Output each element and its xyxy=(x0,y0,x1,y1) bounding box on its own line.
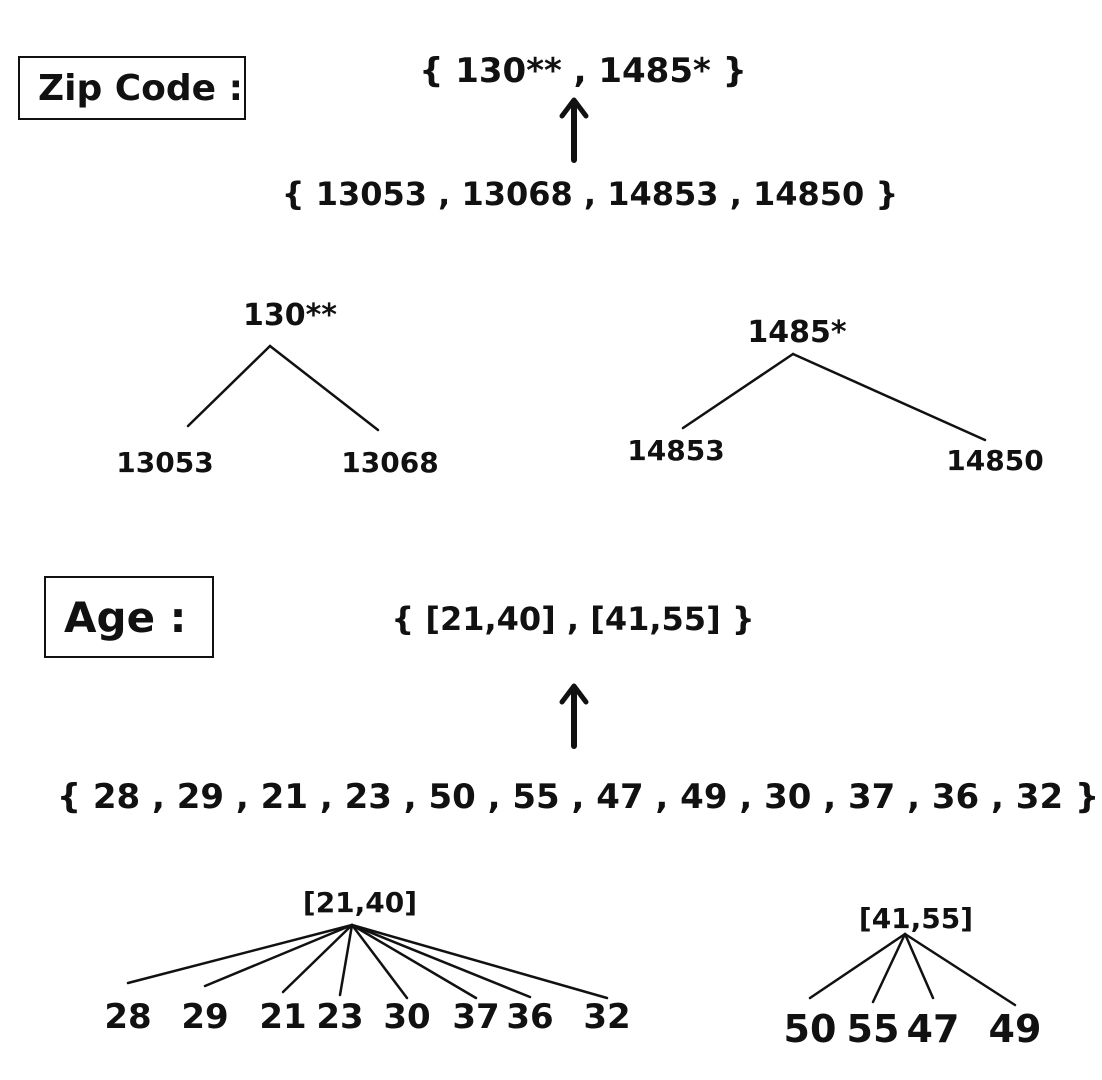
age-tree-left-edge xyxy=(350,923,532,999)
age-tree-right-leaf: 50 xyxy=(784,1007,837,1051)
age-generalized-set: { [21,40] , [41,55] } xyxy=(391,600,754,638)
age-label-box: Age : xyxy=(44,576,214,658)
age-tree-right-edge xyxy=(808,932,907,1000)
zip-code-label: Zip Code : xyxy=(38,67,244,109)
zip-tree-left-leaf: 13068 xyxy=(341,446,438,479)
age-tree-left-root: [21,40] xyxy=(303,886,417,919)
age-tree-right-leaf: 55 xyxy=(847,1007,900,1051)
zip-up-arrow xyxy=(559,97,589,163)
age-tree-right-edge xyxy=(903,932,935,1000)
zip-tree-right-leaf: 14850 xyxy=(946,444,1043,477)
age-tree-left-leaf: 30 xyxy=(383,997,430,1037)
zip-code-label-box: Zip Code : xyxy=(18,56,246,120)
age-tree-right-edge xyxy=(903,932,1017,1007)
age-original-set: { 28 , 29 , 21 , 23 , 50 , 55 , 47 , 49 … xyxy=(57,777,1099,817)
zip-tree-left-root: 130** xyxy=(243,298,337,333)
age-tree-right-root: [41,55] xyxy=(859,902,973,935)
age-tree-left-leaf: 28 xyxy=(104,997,151,1037)
zip-tree-right-edge xyxy=(791,352,987,442)
age-tree-left-edge xyxy=(203,923,354,988)
age-tree-right-leaf: 49 xyxy=(989,1007,1042,1051)
age-tree-left-leaf: 37 xyxy=(452,997,499,1037)
age-label: Age : xyxy=(64,592,187,642)
zip-tree-right-root: 1485* xyxy=(747,315,846,350)
age-tree-left-leaf: 23 xyxy=(316,997,363,1037)
age-tree-left-edge xyxy=(350,923,478,1000)
age-tree-left-edge xyxy=(338,923,354,997)
age-tree-left-leaf: 32 xyxy=(583,997,630,1037)
age-tree-left-leaf: 21 xyxy=(259,997,306,1037)
zip-tree-right-leaf: 14853 xyxy=(627,434,724,467)
zip-generalized-set: { 130** , 1485* } xyxy=(419,51,747,91)
zip-tree-left-edge xyxy=(268,344,380,432)
zip-original-set: { 13053 , 13068 , 14853 , 14850 } xyxy=(282,175,898,213)
age-tree-left-edge xyxy=(350,923,609,1000)
age-tree-left-leaf: 36 xyxy=(506,997,553,1037)
age-tree-left-edge xyxy=(126,923,354,985)
age-tree-left-edge xyxy=(281,923,354,994)
age-tree-right-leaf: 47 xyxy=(907,1007,960,1051)
age-tree-right-edge xyxy=(871,932,907,1004)
age-tree-left-edge xyxy=(350,923,409,1000)
age-up-arrow xyxy=(559,683,589,749)
zip-tree-left-edge xyxy=(186,344,272,428)
age-tree-left-leaf: 29 xyxy=(181,997,228,1037)
zip-tree-right-edge xyxy=(681,352,795,430)
zip-tree-left-leaf: 13053 xyxy=(116,446,213,479)
